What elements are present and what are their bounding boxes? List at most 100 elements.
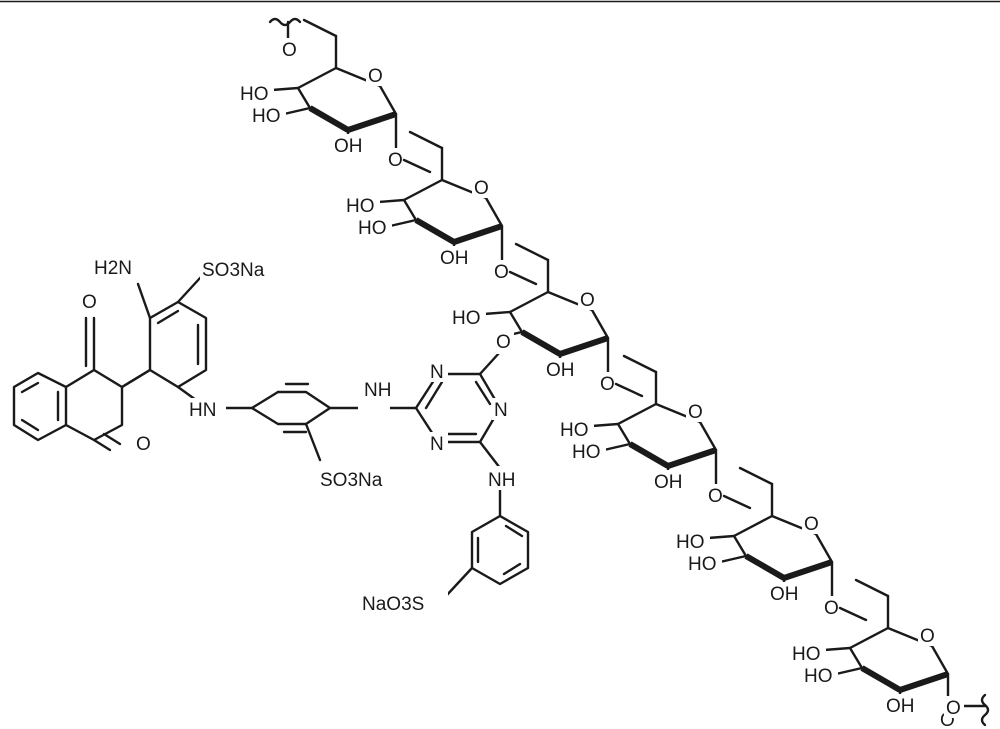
hydroxyl-oh: OH	[438, 246, 474, 269]
svg-text:SO3Na: SO3Na	[320, 470, 383, 491]
svg-text:O: O	[136, 434, 151, 455]
ring-front-edge	[308, 105, 350, 133]
glycosidic-bond	[722, 494, 752, 510]
svg-text:O: O	[824, 598, 839, 619]
triazine-n-3: N	[428, 432, 448, 455]
svg-text:O: O	[282, 40, 297, 61]
anthraquinone-core	[12, 276, 208, 452]
hydroxyl-ho-lower: HO	[356, 216, 392, 239]
svg-text:HO: HO	[452, 308, 481, 329]
hydroxyl-ho-upper: HO	[344, 194, 380, 217]
svg-text:HO: HO	[358, 218, 387, 239]
svg-text:O: O	[494, 262, 509, 283]
svg-text:NH: NH	[488, 470, 515, 491]
nh-label-1: HN	[188, 398, 226, 422]
svg-text:HO: HO	[252, 106, 281, 127]
svg-text:O: O	[580, 290, 595, 311]
hydroxyl-ho-lower: HO	[250, 104, 286, 127]
svg-text:HO: HO	[240, 84, 269, 105]
ring-front-edge	[414, 217, 456, 245]
svg-text:OH: OH	[886, 696, 915, 717]
sulfonate-label-bottom: NaO3S	[360, 590, 448, 615]
svg-text:O: O	[688, 402, 703, 423]
amine-bond	[136, 282, 152, 320]
glycosidic-oxygen: O	[386, 148, 406, 171]
ring-oxygen: O	[918, 624, 938, 647]
ring-oxygen: O	[578, 288, 598, 311]
svg-text:HO: HO	[804, 666, 833, 687]
nh-label-3: NH	[486, 466, 526, 491]
sulfophenyl-ring	[444, 486, 530, 598]
svg-text:HO: HO	[676, 532, 705, 553]
hydroxyl-oh: OH	[768, 582, 804, 605]
hydroxyl-ho-lower: HO	[802, 664, 838, 687]
ring-front-edge	[744, 553, 786, 581]
svg-text:HO: HO	[560, 420, 589, 441]
glycosidic-oxygen: O	[706, 484, 726, 507]
ring-oxygen: O	[686, 400, 706, 423]
svg-text:H2N: H2N	[94, 258, 132, 279]
svg-text:OH: OH	[440, 248, 469, 269]
hydroxyl-oh: OH	[652, 470, 688, 493]
nh-bond-3	[478, 440, 502, 470]
quinone-ring	[64, 368, 124, 442]
svg-text:HN: HN	[189, 400, 216, 421]
svg-text:N: N	[430, 362, 444, 383]
hydroxyl-ho-lower: HO	[570, 440, 606, 463]
chain-start-o: O	[280, 38, 300, 61]
svg-text:OH: OH	[546, 360, 575, 381]
svg-text:SO3Na: SO3Na	[202, 260, 265, 281]
hydroxyl-ho-upper: HO	[558, 418, 594, 441]
svg-text:NaO3S: NaO3S	[362, 594, 424, 615]
sulfonate-bond-top	[176, 276, 202, 304]
hydroxyl-oh: OH	[332, 134, 368, 157]
svg-text:O: O	[920, 626, 935, 647]
wavy-bond-start	[268, 17, 302, 27]
svg-text:O: O	[804, 514, 819, 535]
ring-front-edge	[520, 329, 562, 357]
ether-bond	[478, 350, 502, 376]
svg-text:HO: HO	[346, 196, 375, 217]
svg-text:OH: OH	[334, 136, 363, 157]
hydroxyl-oh: OH	[544, 358, 580, 381]
carbonyl-o-bottom: O	[134, 430, 156, 455]
glycosidic-bond	[614, 382, 644, 398]
ring-oxygen: O	[366, 64, 386, 87]
ring-oxygen: O	[802, 512, 822, 535]
sulfonate-label-mid: SO3Na	[316, 466, 400, 491]
hydroxyl-oh: OH	[884, 694, 920, 717]
svg-text:O: O	[82, 292, 97, 313]
bottom-benzene-ring	[470, 514, 530, 586]
triazine-n-1: N	[428, 360, 448, 383]
svg-text:N: N	[494, 400, 508, 421]
sulfonate-bond-bottom	[444, 566, 474, 598]
hydroxyl-ho-upper: HO	[238, 82, 274, 105]
triazine-ring	[414, 372, 502, 444]
svg-text:N: N	[430, 434, 444, 455]
right-aromatic-ring	[120, 300, 208, 389]
hydroxyl-ho-upper: HO	[674, 530, 710, 553]
nh-label-2: NH	[358, 378, 391, 420]
svg-text:OH: OH	[770, 584, 799, 605]
glycosidic-oxygen: O	[492, 260, 512, 283]
ring-oxygen: O	[472, 176, 492, 199]
glycosidic-oxygen: O	[822, 596, 842, 619]
carbonyl-o-top: O	[80, 290, 102, 314]
svg-text:O: O	[600, 374, 615, 395]
glycosidic-oxygen: O	[598, 372, 618, 395]
sulfonate-label-top: SO3Na	[200, 256, 274, 281]
ring-front-edge	[628, 441, 670, 469]
ring-front-edge	[860, 665, 902, 693]
svg-text:O: O	[496, 332, 511, 353]
triazine-n-2: N	[492, 398, 512, 421]
carbonyl-bond-bottom	[92, 438, 112, 452]
wavy-bond-end	[980, 693, 990, 727]
